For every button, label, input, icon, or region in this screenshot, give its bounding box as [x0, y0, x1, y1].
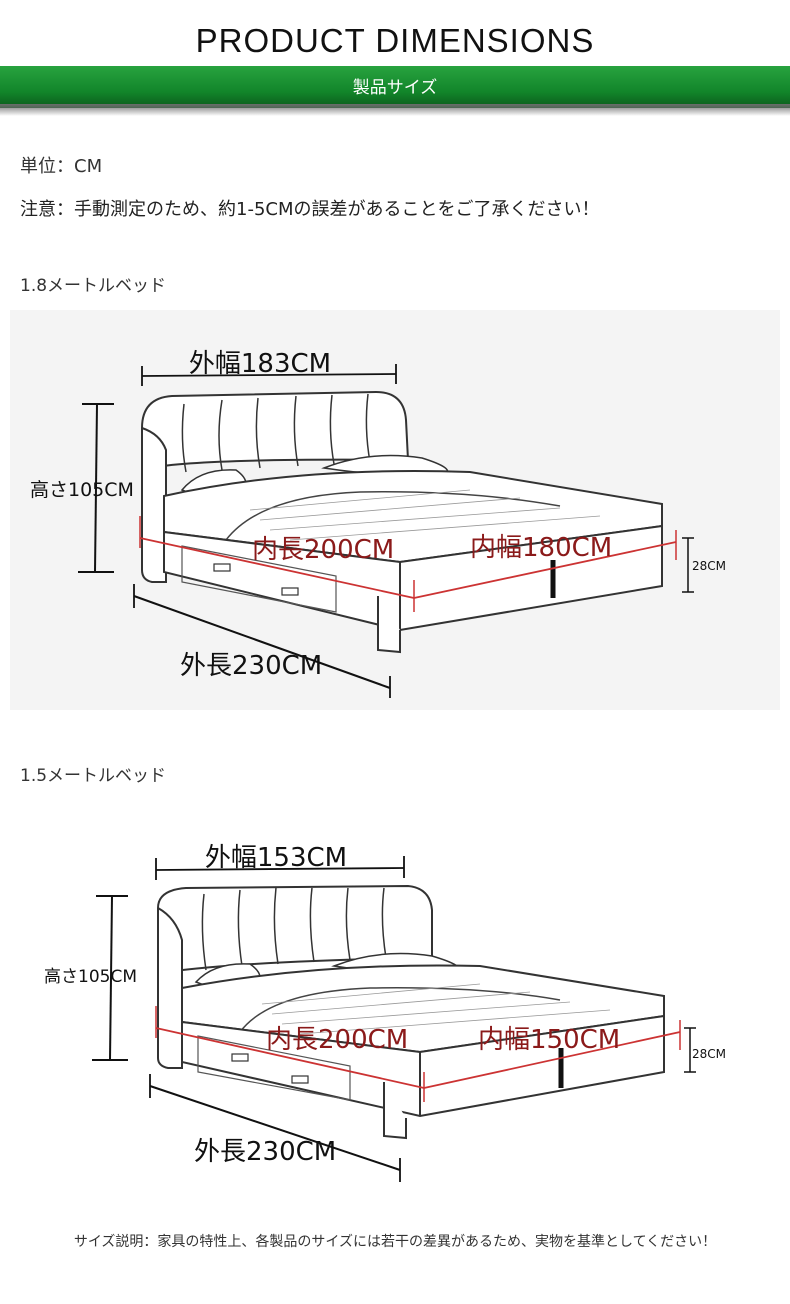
inner-width-label: 内幅180CM	[470, 533, 612, 563]
outer-width-label: 外幅153CM	[205, 843, 347, 873]
outer-length-label: 外長230CM	[194, 1137, 336, 1167]
footer-note: サイズ説明：家具の特性上、各製品のサイズには若干の差異があるため、実物を基準とし…	[73, 1234, 717, 1250]
inner-length-label: 内長200CM	[266, 1025, 408, 1055]
height-label: 高さ105CM	[44, 967, 137, 987]
base-height-label: 28CM	[692, 559, 726, 573]
inner-length-label: 内長200CM	[252, 535, 394, 565]
outer-length-label: 外長230CM	[180, 651, 322, 681]
bed-diagram-1-5m: 外幅153CM 高さ105CM 内長200CM 内幅150CM 28CM 外長2…	[0, 810, 790, 1210]
height-label: 高さ105CM	[30, 479, 134, 501]
bed-drawing-1-5m: 外幅153CM 高さ105CM 内長200CM 内幅150CM 28CM 外長2…	[44, 843, 726, 1182]
inner-width-label: 内幅150CM	[478, 1025, 620, 1055]
header-band-shadow	[0, 104, 790, 116]
bed-diagram-1-8m: 外幅183CM 高さ105CM 内長200CM 内幅180CM 28CM 外長2…	[0, 300, 790, 720]
note-text: 注意：手動測定のため、約1-5CMの誤差があることをご了承ください！	[20, 199, 600, 220]
unit-text: 単位：CM	[20, 156, 103, 177]
bed-drawing-1-8m: 外幅183CM 高さ105CM 内長200CM 内幅180CM 28CM 外長2…	[10, 310, 780, 710]
outer-width-label: 外幅183CM	[189, 349, 331, 379]
base-height-label: 28CM	[692, 1047, 726, 1061]
header-band	[0, 66, 790, 108]
page-title: PRODUCT DIMENSIONS	[195, 22, 595, 59]
header-subtitle: 製品サイズ	[352, 78, 438, 98]
section-label-1-8m: 1.8メートルベッド	[20, 276, 167, 296]
section-label-1-5m: 1.5メートルベッド	[20, 766, 167, 786]
